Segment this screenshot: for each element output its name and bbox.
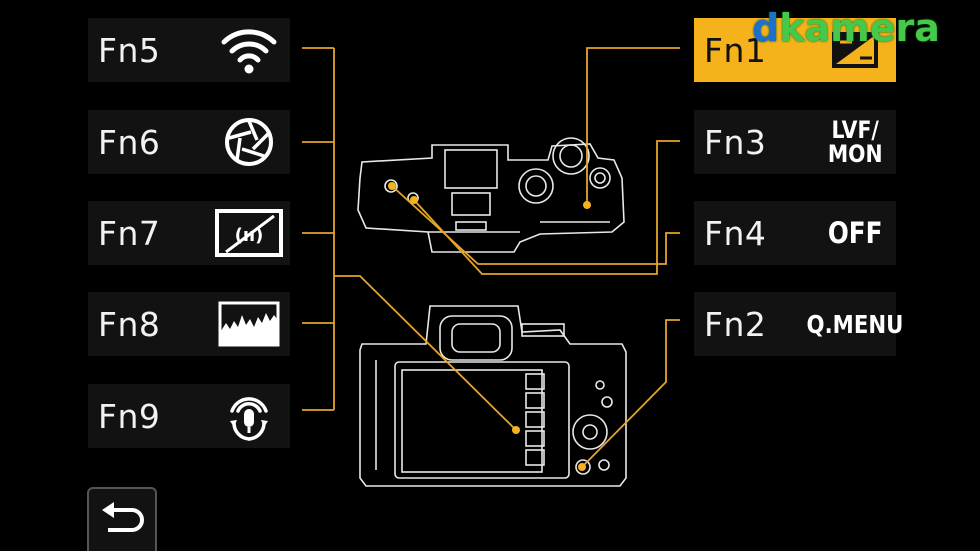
fn8-button[interactable]: Fn8 — [88, 292, 290, 356]
fn7-label: Fn7 — [98, 213, 161, 253]
wifi-icon — [208, 18, 290, 82]
q-menu-text: Q.MENU — [806, 309, 904, 339]
histogram-icon — [208, 292, 290, 356]
fn2-label: Fn2 — [704, 304, 767, 344]
svg-text:(ıı): (ıı) — [235, 225, 264, 246]
aperture-icon — [208, 110, 290, 174]
lvf-mon-icon: LVF/ MON — [814, 110, 896, 174]
fn1-button[interactable]: Fn1 — [694, 18, 896, 82]
fn8-label: Fn8 — [98, 304, 161, 344]
fn5-label: Fn5 — [98, 30, 161, 70]
logo-text: kamera — [779, 6, 940, 50]
back-arrow-icon — [98, 498, 146, 542]
fn1-label: Fn1 — [704, 30, 767, 70]
fn9-label: Fn9 — [98, 396, 161, 436]
silent-mode-icon: (ıı) — [208, 201, 290, 265]
fn7-button[interactable]: Fn7 (ıı) — [88, 201, 290, 265]
back-button[interactable] — [87, 487, 157, 551]
off-text: OFF — [827, 215, 883, 250]
fn2-button[interactable]: Fn2 Q.MENU — [694, 292, 904, 356]
logo-d: d — [752, 6, 780, 50]
fn6-label: Fn6 — [98, 122, 161, 162]
off-icon: OFF — [814, 201, 896, 265]
camera-top-view — [357, 137, 625, 253]
fn6-button[interactable]: Fn6 — [88, 110, 290, 174]
connector-lines — [302, 47, 680, 468]
fn3-button[interactable]: Fn3 LVF/ MON — [694, 110, 896, 174]
q-menu-icon: Q.MENU — [807, 292, 904, 356]
camera-back-view — [359, 305, 627, 487]
fn4-button[interactable]: Fn4 OFF — [694, 201, 896, 265]
fn9-button[interactable]: Fn9 — [88, 384, 290, 448]
fn5-button[interactable]: Fn5 — [88, 18, 290, 82]
dkamera-logo: dkamera — [752, 6, 940, 50]
connector-dots — [388, 182, 591, 471]
lvf-mon-text: LVF/ MON — [827, 116, 883, 168]
mic-level-icon — [208, 384, 290, 448]
fn3-label: Fn3 — [704, 122, 767, 162]
fn4-label: Fn4 — [704, 213, 767, 253]
exposure-comp-icon — [814, 18, 896, 82]
